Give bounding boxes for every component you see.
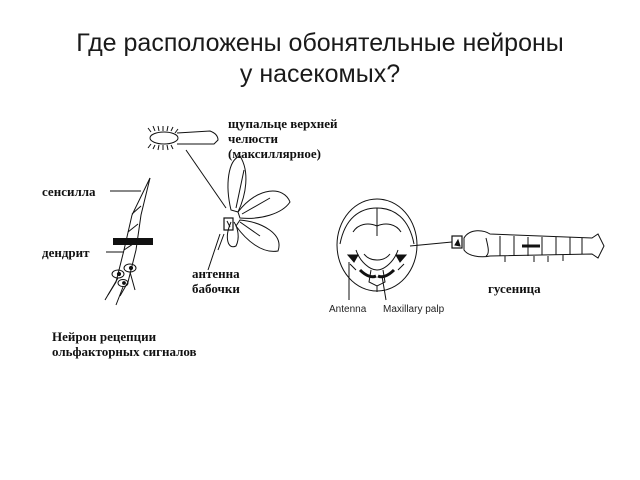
label-dendrite: дендрит <box>42 245 90 260</box>
caterpillar-head-drawing <box>336 198 418 301</box>
label-sensilla: сенсилла <box>42 184 96 199</box>
title-line-1: Где расположены обонятельные нейроны <box>76 29 564 57</box>
label-antenna-en: Antenna <box>329 304 367 315</box>
title-line-2: у насекомых? <box>239 60 401 88</box>
label-maxillary-tentacle: щупальце верхней челюсти (максиллярное) <box>228 116 338 161</box>
butterfly-antenna-drawing <box>207 155 291 271</box>
label-butterfly-antenna: антенна бабочки <box>192 266 240 296</box>
label-maxillary-palp-en: Maxillary palp <box>383 304 445 315</box>
label-caterpillar: гусеница <box>488 281 541 296</box>
label-neuron-caption: Нейрон рецепции ольфакторных сигналов <box>52 329 197 359</box>
sensillum-drawing <box>104 177 153 306</box>
slide-title: Где расположены обонятельные нейроны у н… <box>0 28 640 90</box>
maxillary-tentacle-drawing <box>147 125 227 209</box>
caterpillar-body-drawing <box>409 230 605 262</box>
